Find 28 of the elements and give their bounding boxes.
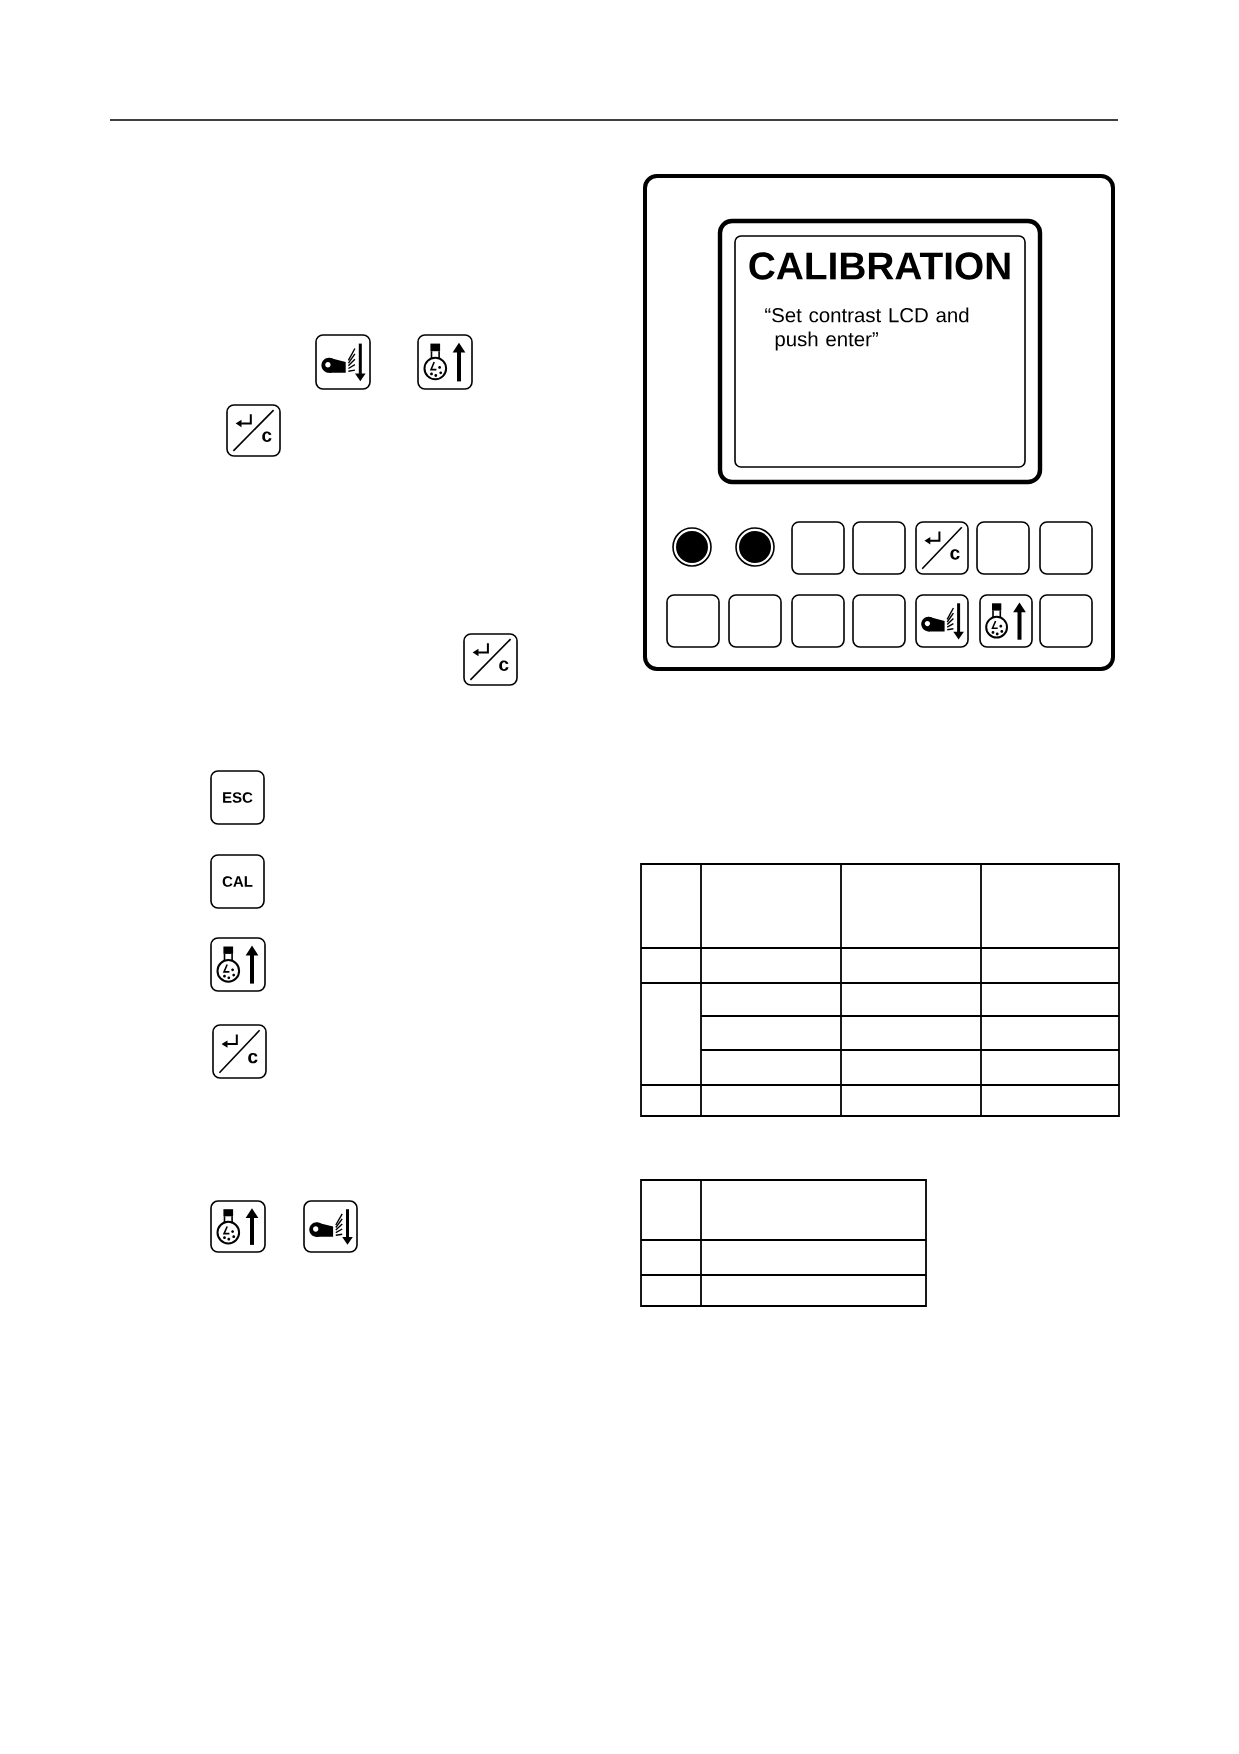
- enter-key: c: [463, 633, 518, 686]
- spray-key: [915, 594, 969, 648]
- flask-key: [417, 334, 473, 390]
- enter-key: c: [226, 404, 281, 457]
- blank-key: [728, 594, 782, 648]
- spray-key: [315, 334, 371, 390]
- lcd-screen: [717, 218, 1043, 485]
- blank-key: [1039, 521, 1093, 575]
- screen-heading: CALIBRATION: [749, 252, 1010, 280]
- flask-key: [979, 594, 1033, 648]
- key-button: ESC: [210, 770, 265, 825]
- flask-key: [210, 937, 266, 992]
- blank-key: [666, 594, 720, 648]
- enter-key: c: [212, 1024, 267, 1079]
- knob: [672, 527, 712, 567]
- blank-key: [791, 521, 845, 575]
- spray-key: [303, 1200, 358, 1253]
- blank-key: [976, 521, 1030, 575]
- screen-message: “Set contrast LCD and push enter”: [765, 307, 969, 351]
- blank-key: [852, 521, 906, 575]
- enter-key: c: [915, 521, 969, 575]
- knob: [735, 527, 775, 567]
- control-panel: [643, 174, 1115, 671]
- blank-key: [852, 594, 906, 648]
- blank-key: [791, 594, 845, 648]
- key-button: CAL: [210, 854, 265, 909]
- blank-key: [1039, 594, 1093, 648]
- flask-key: [210, 1200, 266, 1253]
